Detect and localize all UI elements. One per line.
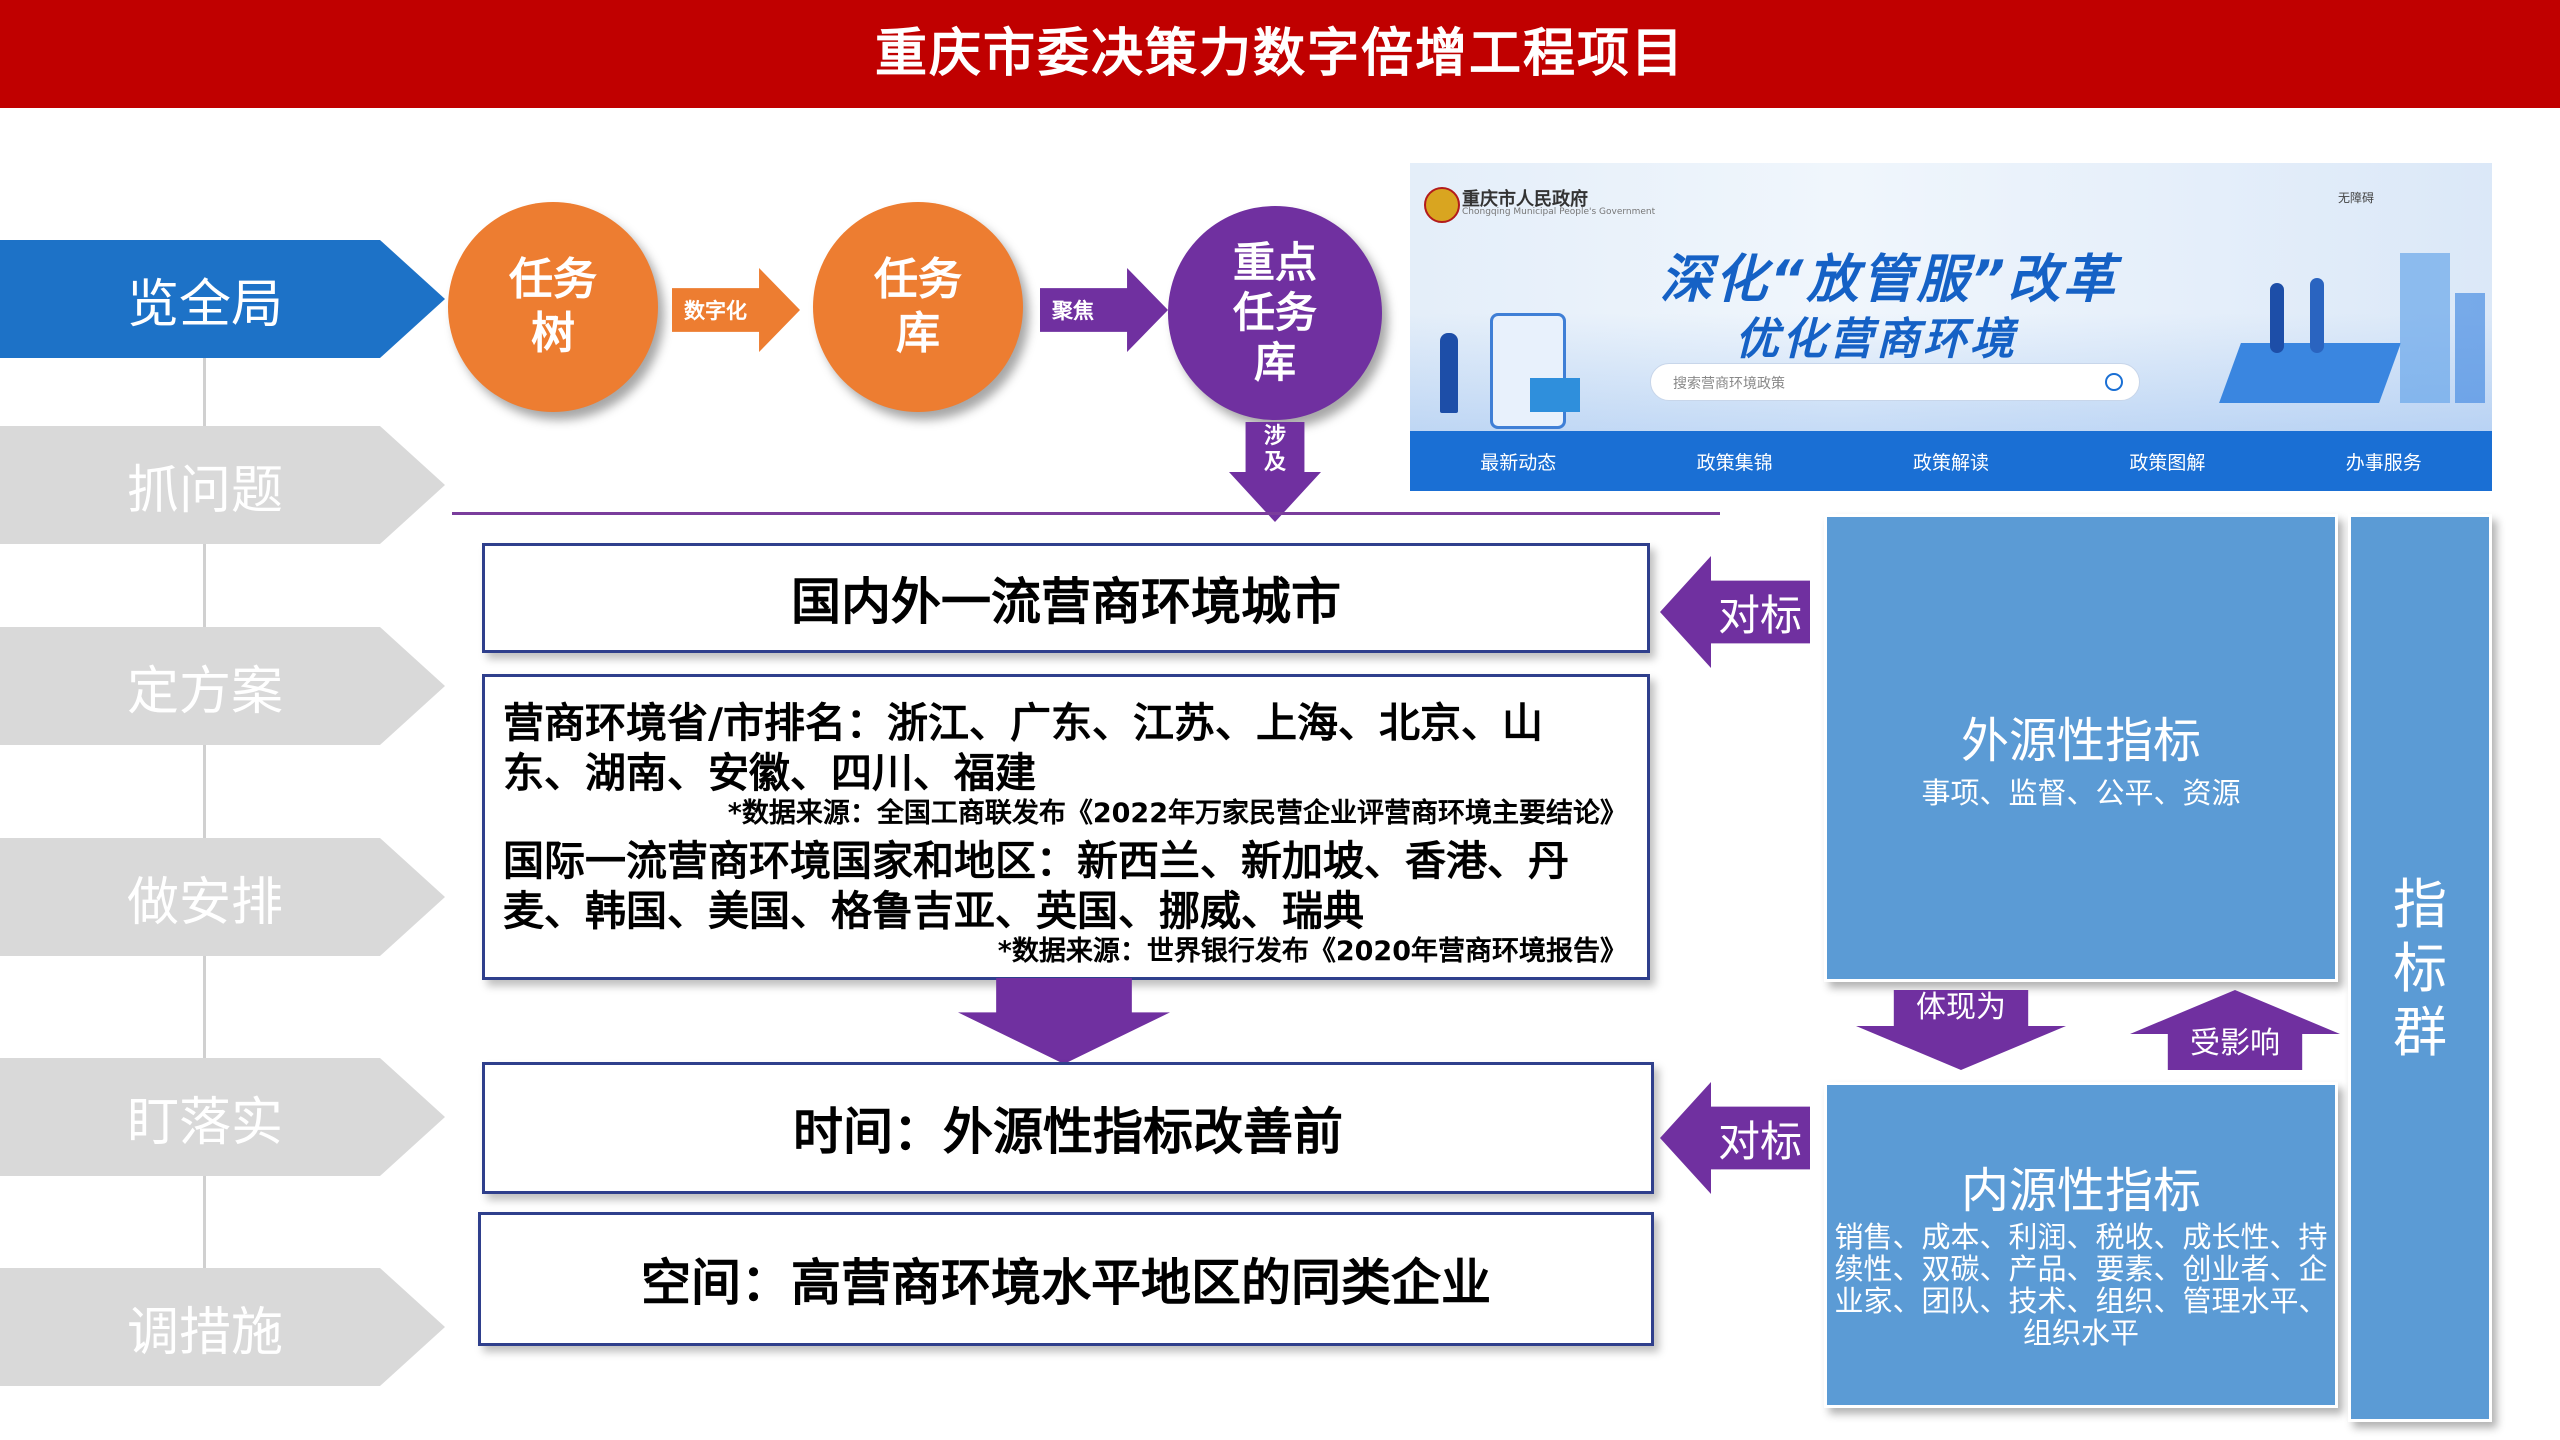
person-illustration-icon	[1440, 333, 1458, 413]
node-key-task-library: 重点任务库	[1168, 206, 1382, 420]
target-city-text: 国内外一流营商环境城市	[791, 573, 1341, 631]
indicator-group-text: 指 标 群	[2351, 873, 2489, 1065]
person-illustration-icon	[2270, 283, 2284, 353]
building-illustration-icon	[2400, 253, 2450, 403]
benchmark-label: 对标	[1717, 1116, 1802, 1166]
node-key-task-library-label: 重点任务库	[1232, 238, 1317, 387]
nav-item-label: 盯落实	[126, 1092, 283, 1153]
nav-item-adjust[interactable]: 调措施	[0, 1268, 445, 1386]
node-task-library-label: 任务库	[874, 254, 962, 359]
arrow-benchmark-bottom: 对标	[1660, 1082, 1810, 1194]
space-box: 空间：高营商环境水平地区的同类企业	[478, 1212, 1654, 1346]
external-indicators-panel: 外源性指标 事项、监督、公平、资源	[1824, 514, 2338, 982]
nav-item-label: 抓问题	[126, 460, 283, 521]
banner-slogan-line2: 优化营商环境	[1735, 314, 2017, 365]
internal-indicators-line: 销售、成本、利润、税收、成长性、持	[1834, 1220, 2328, 1254]
page-title: 重庆市委决策力数字倍增工程项目	[874, 24, 1685, 84]
arrow-involves: 涉及	[1229, 422, 1321, 522]
header-bar: 重庆市委决策力数字倍增工程项目	[0, 0, 2560, 108]
node-task-tree-label: 任务树	[509, 254, 597, 359]
internal-indicators-line: 业家、团队、技术、组织、管理水平、	[1834, 1284, 2328, 1318]
banner-search-input[interactable]: 搜索营商环境政策	[1650, 363, 2140, 401]
nav-item-label: 调措施	[126, 1302, 283, 1363]
banner-site-name: 重庆市人民政府	[1462, 189, 1588, 210]
internal-indicators-title: 内源性指标	[1960, 1163, 2201, 1219]
person-illustration-icon	[2310, 278, 2324, 353]
indicator-group-char: 群	[2393, 1001, 2447, 1064]
accessibility-link[interactable]: 无障碍	[2337, 191, 2374, 205]
ranking-line-2: 东、湖南、安徽、四川、福建	[503, 749, 1036, 797]
ranking-box: 营商环境省/市排名：浙江、广东、江苏、上海、北京、山 东、湖南、安徽、四川、福建…	[482, 674, 1650, 980]
banner-slogan-line1: 深化“放管服”改革	[1660, 250, 2118, 310]
indicator-group-char: 标	[2393, 937, 2447, 1000]
search-placeholder: 搜索营商环境政策	[1673, 376, 1785, 392]
affected-by-label: 受影响	[2190, 1026, 2280, 1061]
banner-nav-bar: 最新动态 政策集锦 政策解读 政策图解 办事服务	[1410, 431, 2492, 491]
indicator-group-panel: 指 标 群	[2348, 514, 2492, 1422]
benchmark-label: 对标	[1717, 590, 1802, 640]
nav-item-implement[interactable]: 盯落实	[0, 1058, 445, 1176]
search-icon[interactable]	[2105, 373, 2123, 391]
arrow-involves-label: 涉及	[1263, 424, 1286, 475]
section-divider	[452, 512, 1720, 515]
intl-line-1: 国际一流营商环境国家和地区：新西兰、新加坡、香港、丹	[503, 837, 1569, 885]
target-city-box: 国内外一流营商环境城市	[482, 543, 1650, 653]
intl-source: *数据来源：世界银行发布《2020年营商环境报告》	[997, 936, 1627, 967]
cube-illustration-icon	[1530, 378, 1580, 412]
banner-nav-policy-interpretation[interactable]: 政策解读	[1912, 451, 1989, 474]
arrow-affected-by: 受影响	[2130, 990, 2340, 1070]
external-indicators-title: 外源性指标	[1960, 713, 2201, 769]
node-task-tree: 任务树	[448, 202, 658, 412]
banner-site-name-en: Chongqing Municipal People's Government	[1462, 207, 1656, 217]
banner-nav-policy-collection[interactable]: 政策集锦	[1696, 451, 1773, 474]
intl-line-2: 麦、韩国、美国、格鲁吉亚、英国、挪威、瑞典	[503, 887, 1364, 935]
nav-item-label: 做安排	[126, 872, 283, 933]
external-indicators-subtitle: 事项、监督、公平、资源	[1921, 776, 2241, 810]
time-text: 时间：外源性指标改善前	[793, 1103, 1343, 1161]
banner-nav-latest[interactable]: 最新动态	[1480, 451, 1557, 474]
arrow-digitize-label: 数字化	[684, 299, 747, 323]
ranking-line-1: 营商环境省/市排名：浙江、广东、江苏、上海、北京、山	[503, 699, 1543, 747]
arrow-focus: 聚焦	[1040, 268, 1168, 352]
arrow-benchmark-top: 对标	[1660, 556, 1810, 668]
internal-indicators-line: 续性、双碳、产品、要素、创业者、企	[1834, 1252, 2328, 1286]
national-emblem-icon	[1424, 187, 1460, 223]
building-illustration-icon	[2455, 293, 2485, 403]
ranking-source: *数据来源：全国工商联发布《2022年万家民营企业评营商环境主要结论》	[727, 798, 1627, 829]
internal-indicators-panel: 内源性指标 销售、成本、利润、税收、成长性、持 续性、双碳、产品、要素、创业者、…	[1824, 1082, 2338, 1408]
nav-item-arrange[interactable]: 做安排	[0, 838, 445, 956]
gov-website-banner[interactable]: 重庆市人民政府 Chongqing Municipal People's Gov…	[1410, 163, 2492, 491]
arrow-digitize: 数字化	[672, 268, 800, 352]
space-text: 空间：高营商环境水平地区的同类企业	[641, 1254, 1491, 1312]
nav-item-label: 定方案	[126, 661, 283, 722]
nav-item-plan[interactable]: 定方案	[0, 627, 445, 745]
nav-item-overview[interactable]: 览全局	[0, 240, 445, 358]
arrow-reflected-as: 体现为	[1856, 990, 2066, 1070]
nav-item-problems[interactable]: 抓问题	[0, 426, 445, 544]
banner-nav-services[interactable]: 办事服务	[2345, 451, 2422, 474]
node-task-library: 任务库	[813, 202, 1023, 412]
nav-item-label: 览全局	[126, 274, 283, 335]
arrow-focus-label: 聚焦	[1052, 299, 1094, 323]
banner-nav-policy-graphics[interactable]: 政策图解	[2129, 451, 2206, 474]
indicator-group-char: 指	[2393, 873, 2447, 936]
time-box: 时间：外源性指标改善前	[482, 1062, 1654, 1194]
arrow-down-large	[958, 978, 1170, 1064]
internal-indicators-line: 组织水平	[2022, 1316, 2139, 1350]
platform-illustration-icon	[2219, 343, 2401, 403]
reflected-as-label: 体现为	[1916, 990, 2006, 1025]
